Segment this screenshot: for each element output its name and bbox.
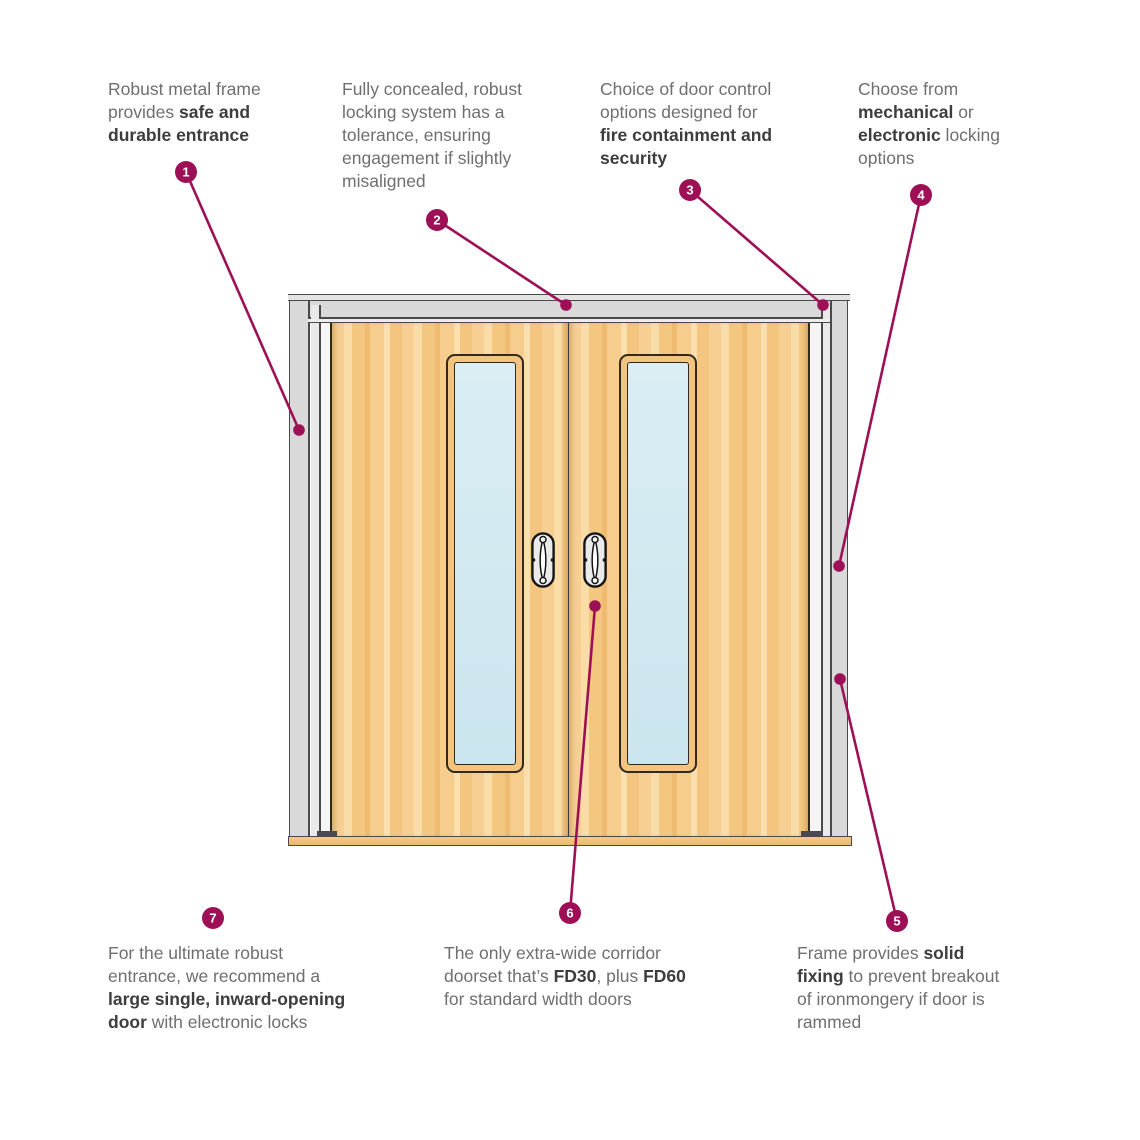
marker-badge-4: 4 (910, 184, 932, 206)
svg-text:1: 1 (182, 165, 189, 180)
marker-badge-2: 2 (426, 209, 448, 231)
marker-badge-5: 5 (886, 910, 908, 932)
frame-head-cap (288, 294, 850, 301)
glass-pane-left (454, 362, 516, 765)
svg-text:6: 6 (566, 906, 573, 921)
svg-text:4: 4 (917, 188, 925, 203)
leader-line-5 (838, 678, 899, 922)
leader-line-3 (689, 189, 824, 306)
frame-jamb-left-inner (320, 319, 332, 837)
leader-line-4 (837, 194, 923, 567)
floor-pivot-right (801, 831, 821, 836)
svg-text:7: 7 (209, 911, 216, 926)
floor-pivot-left (317, 831, 337, 836)
leader-line-2 (436, 218, 567, 307)
frame-head (290, 301, 848, 319)
frame-jamb-left-mid (310, 305, 321, 837)
svg-text:5: 5 (893, 914, 900, 929)
marker-badge-7: 7 (202, 907, 224, 929)
marker-badge-6: 6 (559, 902, 581, 924)
vision-panel-right (618, 354, 697, 773)
marker-badge-3: 3 (679, 179, 701, 201)
threshold-sill (288, 836, 852, 846)
vision-panel-left (446, 354, 524, 773)
marker-badge-1: 1 (175, 161, 197, 183)
leader-line-1 (184, 171, 301, 431)
svg-text:2: 2 (433, 213, 440, 228)
frame-jamb-right-mid (820, 305, 830, 837)
frame-jamb-right-outer (829, 301, 848, 837)
door-handle-right-icon (583, 532, 607, 588)
door-handle-left-icon (531, 532, 555, 588)
frame-jamb-right-inner (808, 319, 821, 837)
glass-pane-right (626, 362, 689, 765)
svg-text:3: 3 (686, 183, 693, 198)
frame-head-inner (308, 319, 830, 323)
frame-jamb-left-outer (289, 301, 310, 837)
